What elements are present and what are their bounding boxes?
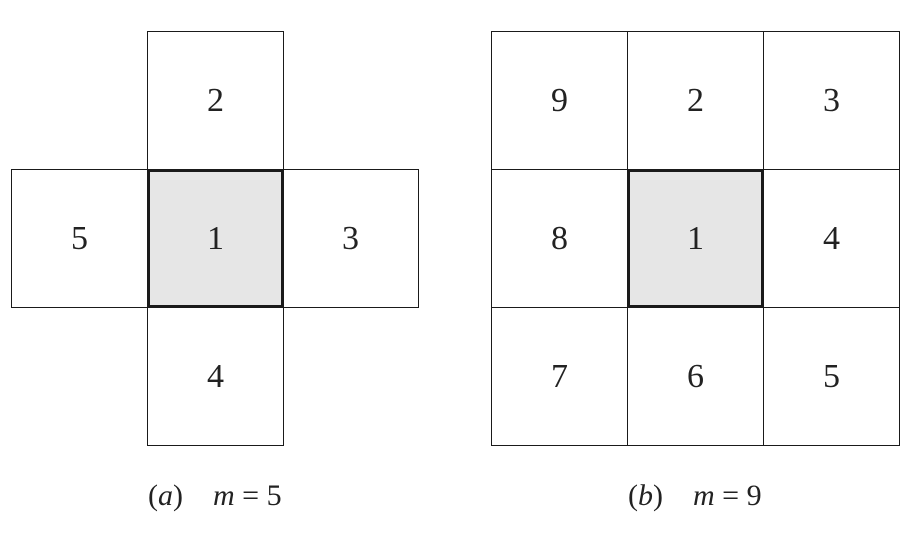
caption-b-value: 9 <box>746 479 762 512</box>
cell-b-bottom-left-label: 7 <box>551 357 568 395</box>
caption-a-eq: = <box>234 479 267 512</box>
cell-b-center: 1 <box>627 169 764 308</box>
caption-a-var: m <box>213 479 235 512</box>
cell-a-right: 3 <box>282 169 419 308</box>
cell-a-top: 2 <box>147 31 284 170</box>
cell-b-middle-right: 4 <box>763 169 900 308</box>
caption-a-value: 5 <box>266 479 282 512</box>
cell-b-top-right: 3 <box>763 31 900 170</box>
cell-b-top-right-label: 3 <box>823 81 840 119</box>
cell-a-bottom: 4 <box>147 307 284 446</box>
caption-a: (a) m = 5 <box>148 479 282 512</box>
cell-a-top-label: 2 <box>207 81 224 119</box>
cell-b-top-left: 9 <box>491 31 628 170</box>
caption-b-letter: b <box>638 479 653 512</box>
cell-a-center-label: 1 <box>207 219 224 257</box>
caption-b: (b) m = 9 <box>628 479 762 512</box>
cell-b-bottom-center: 6 <box>627 307 764 446</box>
cell-b-top-center-label: 2 <box>687 81 704 119</box>
cell-a-left-label: 5 <box>71 219 88 257</box>
cell-a-right-label: 3 <box>342 219 359 257</box>
cell-b-bottom-right-label: 5 <box>823 357 840 395</box>
cell-b-middle-left-label: 8 <box>551 219 568 257</box>
cell-b-top-left-label: 9 <box>551 81 568 119</box>
cell-b-bottom-right: 5 <box>763 307 900 446</box>
caption-a-letter: a <box>158 479 173 512</box>
caption-b-var: m <box>693 479 715 512</box>
cell-b-center-label: 1 <box>687 219 704 257</box>
cell-b-bottom-left: 7 <box>491 307 628 446</box>
cell-b-middle-right-label: 4 <box>823 219 840 257</box>
cell-a-left: 5 <box>11 169 148 308</box>
cell-b-middle-left: 8 <box>491 169 628 308</box>
cell-b-top-center: 2 <box>627 31 764 170</box>
cell-a-bottom-label: 4 <box>207 357 224 395</box>
caption-b-eq: = <box>714 479 747 512</box>
cell-a-center: 1 <box>147 169 284 308</box>
cell-b-bottom-center-label: 6 <box>687 357 704 395</box>
